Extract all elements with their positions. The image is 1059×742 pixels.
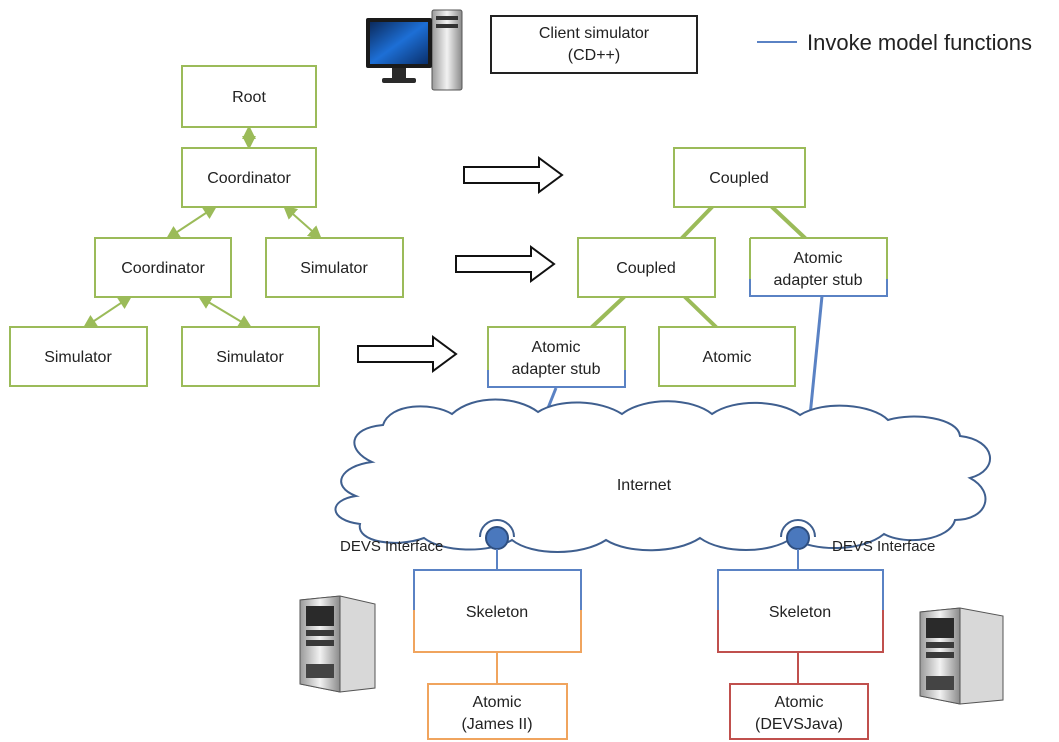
simulator-tree-connectors <box>82 125 323 329</box>
svg-text:Coupled: Coupled <box>616 260 676 277</box>
svg-text:Coupled: Coupled <box>709 170 769 187</box>
devs-interface-right-label: DEVS Interface <box>832 538 935 555</box>
mapping-arrows <box>357 156 564 373</box>
atomic-james-label: Atomic <box>473 694 522 711</box>
simulator-mid-node: Simulator <box>265 237 404 298</box>
atomic-james-box <box>427 683 568 740</box>
desktop-computer-icon <box>366 9 463 91</box>
internet-cloud: Internet <box>334 398 991 553</box>
client-simulator-sublabel: (CD++) <box>568 47 620 64</box>
svg-text:Atomic: Atomic <box>794 250 843 267</box>
coordinator-top-node: Coordinator <box>181 147 317 208</box>
skeleton-left-label: Skeleton <box>466 604 528 621</box>
socket-icon <box>479 519 515 538</box>
simulator-left-node: Simulator <box>9 326 148 387</box>
svg-text:Coordinator: Coordinator <box>121 260 205 277</box>
root-node: Root <box>181 65 317 128</box>
internet-label: Internet <box>617 477 672 494</box>
server-tower-icon <box>299 595 376 693</box>
atomic-devsjava-box <box>729 683 869 740</box>
svg-text:adapter stub: adapter stub <box>512 361 601 378</box>
devs-interface-left-label: DEVS Interface <box>340 538 443 555</box>
mapping-arrow-middle <box>455 245 556 283</box>
svg-text:Atomic: Atomic <box>532 339 581 356</box>
model-tree: Coupled Coupled Atomic adapter stub Atom… <box>487 147 888 388</box>
atomic-james-sublabel: (James II) <box>461 716 532 733</box>
svg-text:Simulator: Simulator <box>216 349 284 366</box>
coupled-top-node: Coupled <box>673 147 806 208</box>
atomic-devsjava-label: Atomic <box>775 694 824 711</box>
remote-node-right: Skeleton Atomic (DEVSJava) <box>717 569 884 740</box>
svg-text:Simulator: Simulator <box>44 349 112 366</box>
server-tower-icon <box>919 607 1004 705</box>
svg-text:Atomic: Atomic <box>703 349 752 366</box>
svg-text:Root: Root <box>232 89 266 106</box>
skeleton-right-label: Skeleton <box>769 604 831 621</box>
interface-ball-icon <box>786 526 810 550</box>
devs-interface-right: DEVS Interface <box>780 519 935 570</box>
atomic-node: Atomic <box>658 326 796 387</box>
legend-label: Invoke model functions <box>807 30 1032 55</box>
svg-text:Coordinator: Coordinator <box>207 170 291 187</box>
svg-text:adapter stub: adapter stub <box>774 272 863 289</box>
simulator-tree: Root Coordinator Coordinator Simulator S… <box>9 65 404 387</box>
remote-node-left: Skeleton Atomic (James II) <box>413 569 582 740</box>
legend: Invoke model functions <box>757 30 1032 55</box>
coupled-mid-node: Coupled <box>577 237 716 298</box>
mapping-arrow-bottom <box>357 335 458 373</box>
simulator-right-node: Simulator <box>181 326 320 387</box>
mapping-arrow-top <box>463 156 564 194</box>
atomic-adapter-stub-left: Atomic adapter stub <box>487 326 626 388</box>
client-simulator-label: Client simulator <box>539 25 650 42</box>
atomic-adapter-stub-right: Atomic adapter stub <box>749 237 888 297</box>
client-simulator-box: Client simulator (CD++) <box>490 15 698 74</box>
coordinator-mid-node: Coordinator <box>94 237 232 298</box>
svg-text:Simulator: Simulator <box>300 260 368 277</box>
model-tree-connectors <box>590 205 807 329</box>
socket-icon <box>780 519 816 538</box>
devs-interface-left: DEVS Interface <box>340 519 515 570</box>
atomic-devsjava-sublabel: (DEVSJava) <box>755 716 843 733</box>
interface-ball-icon <box>485 526 509 550</box>
